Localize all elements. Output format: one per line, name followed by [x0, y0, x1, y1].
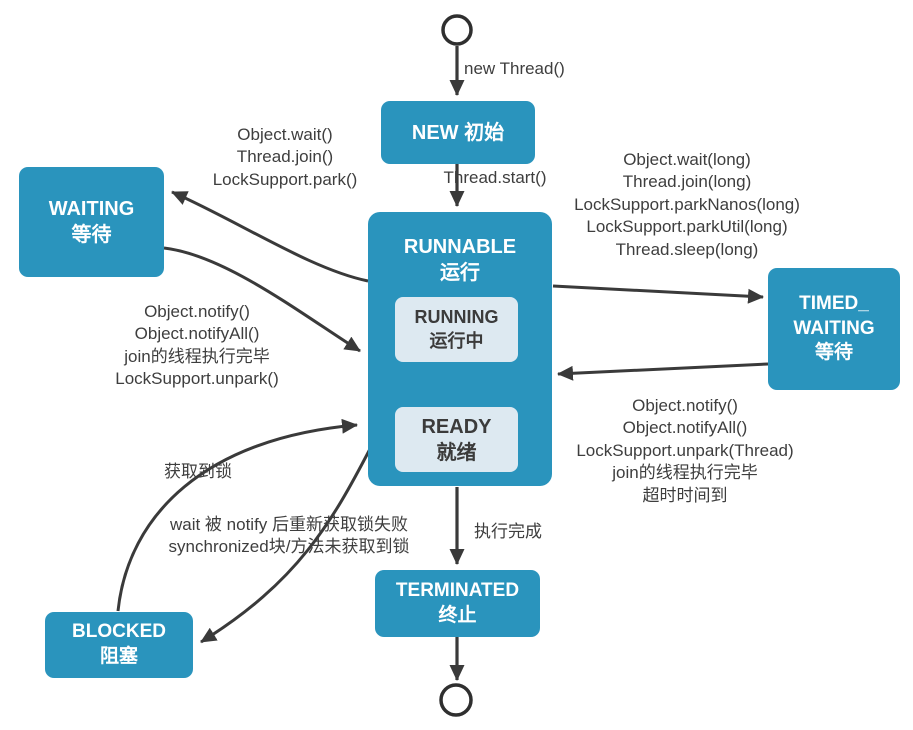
label-blocked-to-runnable: 获取到锁: [164, 462, 232, 481]
state-new: NEW 初始: [381, 101, 535, 164]
state-running: RUNNING 运行中: [395, 297, 518, 362]
state-runnable-label: RUNNABLE 运行: [403, 236, 517, 284]
state-waiting: WAITING 等待: [19, 167, 164, 277]
label-runnable-to-blocked: wait 被 notify 后重新获取锁失败 synchronized块/方法未…: [168, 515, 410, 557]
end-node: [439, 683, 473, 717]
label-runnable-to-timed-waiting: Object.wait(long) Thread.join(long) Lock…: [574, 150, 800, 259]
arrow-runnable-to-waiting: [171, 190, 369, 283]
arrow-timed-waiting-to-runnable: [557, 362, 769, 381]
label-waiting-to-runnable: Object.notify() Object.notifyAll() join的…: [115, 302, 279, 389]
label-runnable-to-waiting: Object.wait() Thread.join() LockSupport.…: [212, 125, 358, 189]
label-timed-waiting-to-runnable: Object.notify() Object.notifyAll() LockS…: [576, 396, 794, 505]
state-timed-waiting: TIMED_ WAITING 等待: [768, 268, 900, 390]
label-runnable-to-terminated: 执行完成: [474, 522, 542, 541]
label-new-thread: new Thread(): [464, 59, 565, 78]
state-terminated: TERMINATED 终止: [375, 570, 540, 637]
start-node: [441, 14, 473, 46]
label-thread-start: Thread.start(): [443, 168, 547, 187]
state-blocked: BLOCKED 阻塞: [45, 612, 193, 678]
state-ready: READY 就绪: [395, 407, 518, 472]
arrow-runnable-to-timed-waiting: [552, 284, 764, 304]
